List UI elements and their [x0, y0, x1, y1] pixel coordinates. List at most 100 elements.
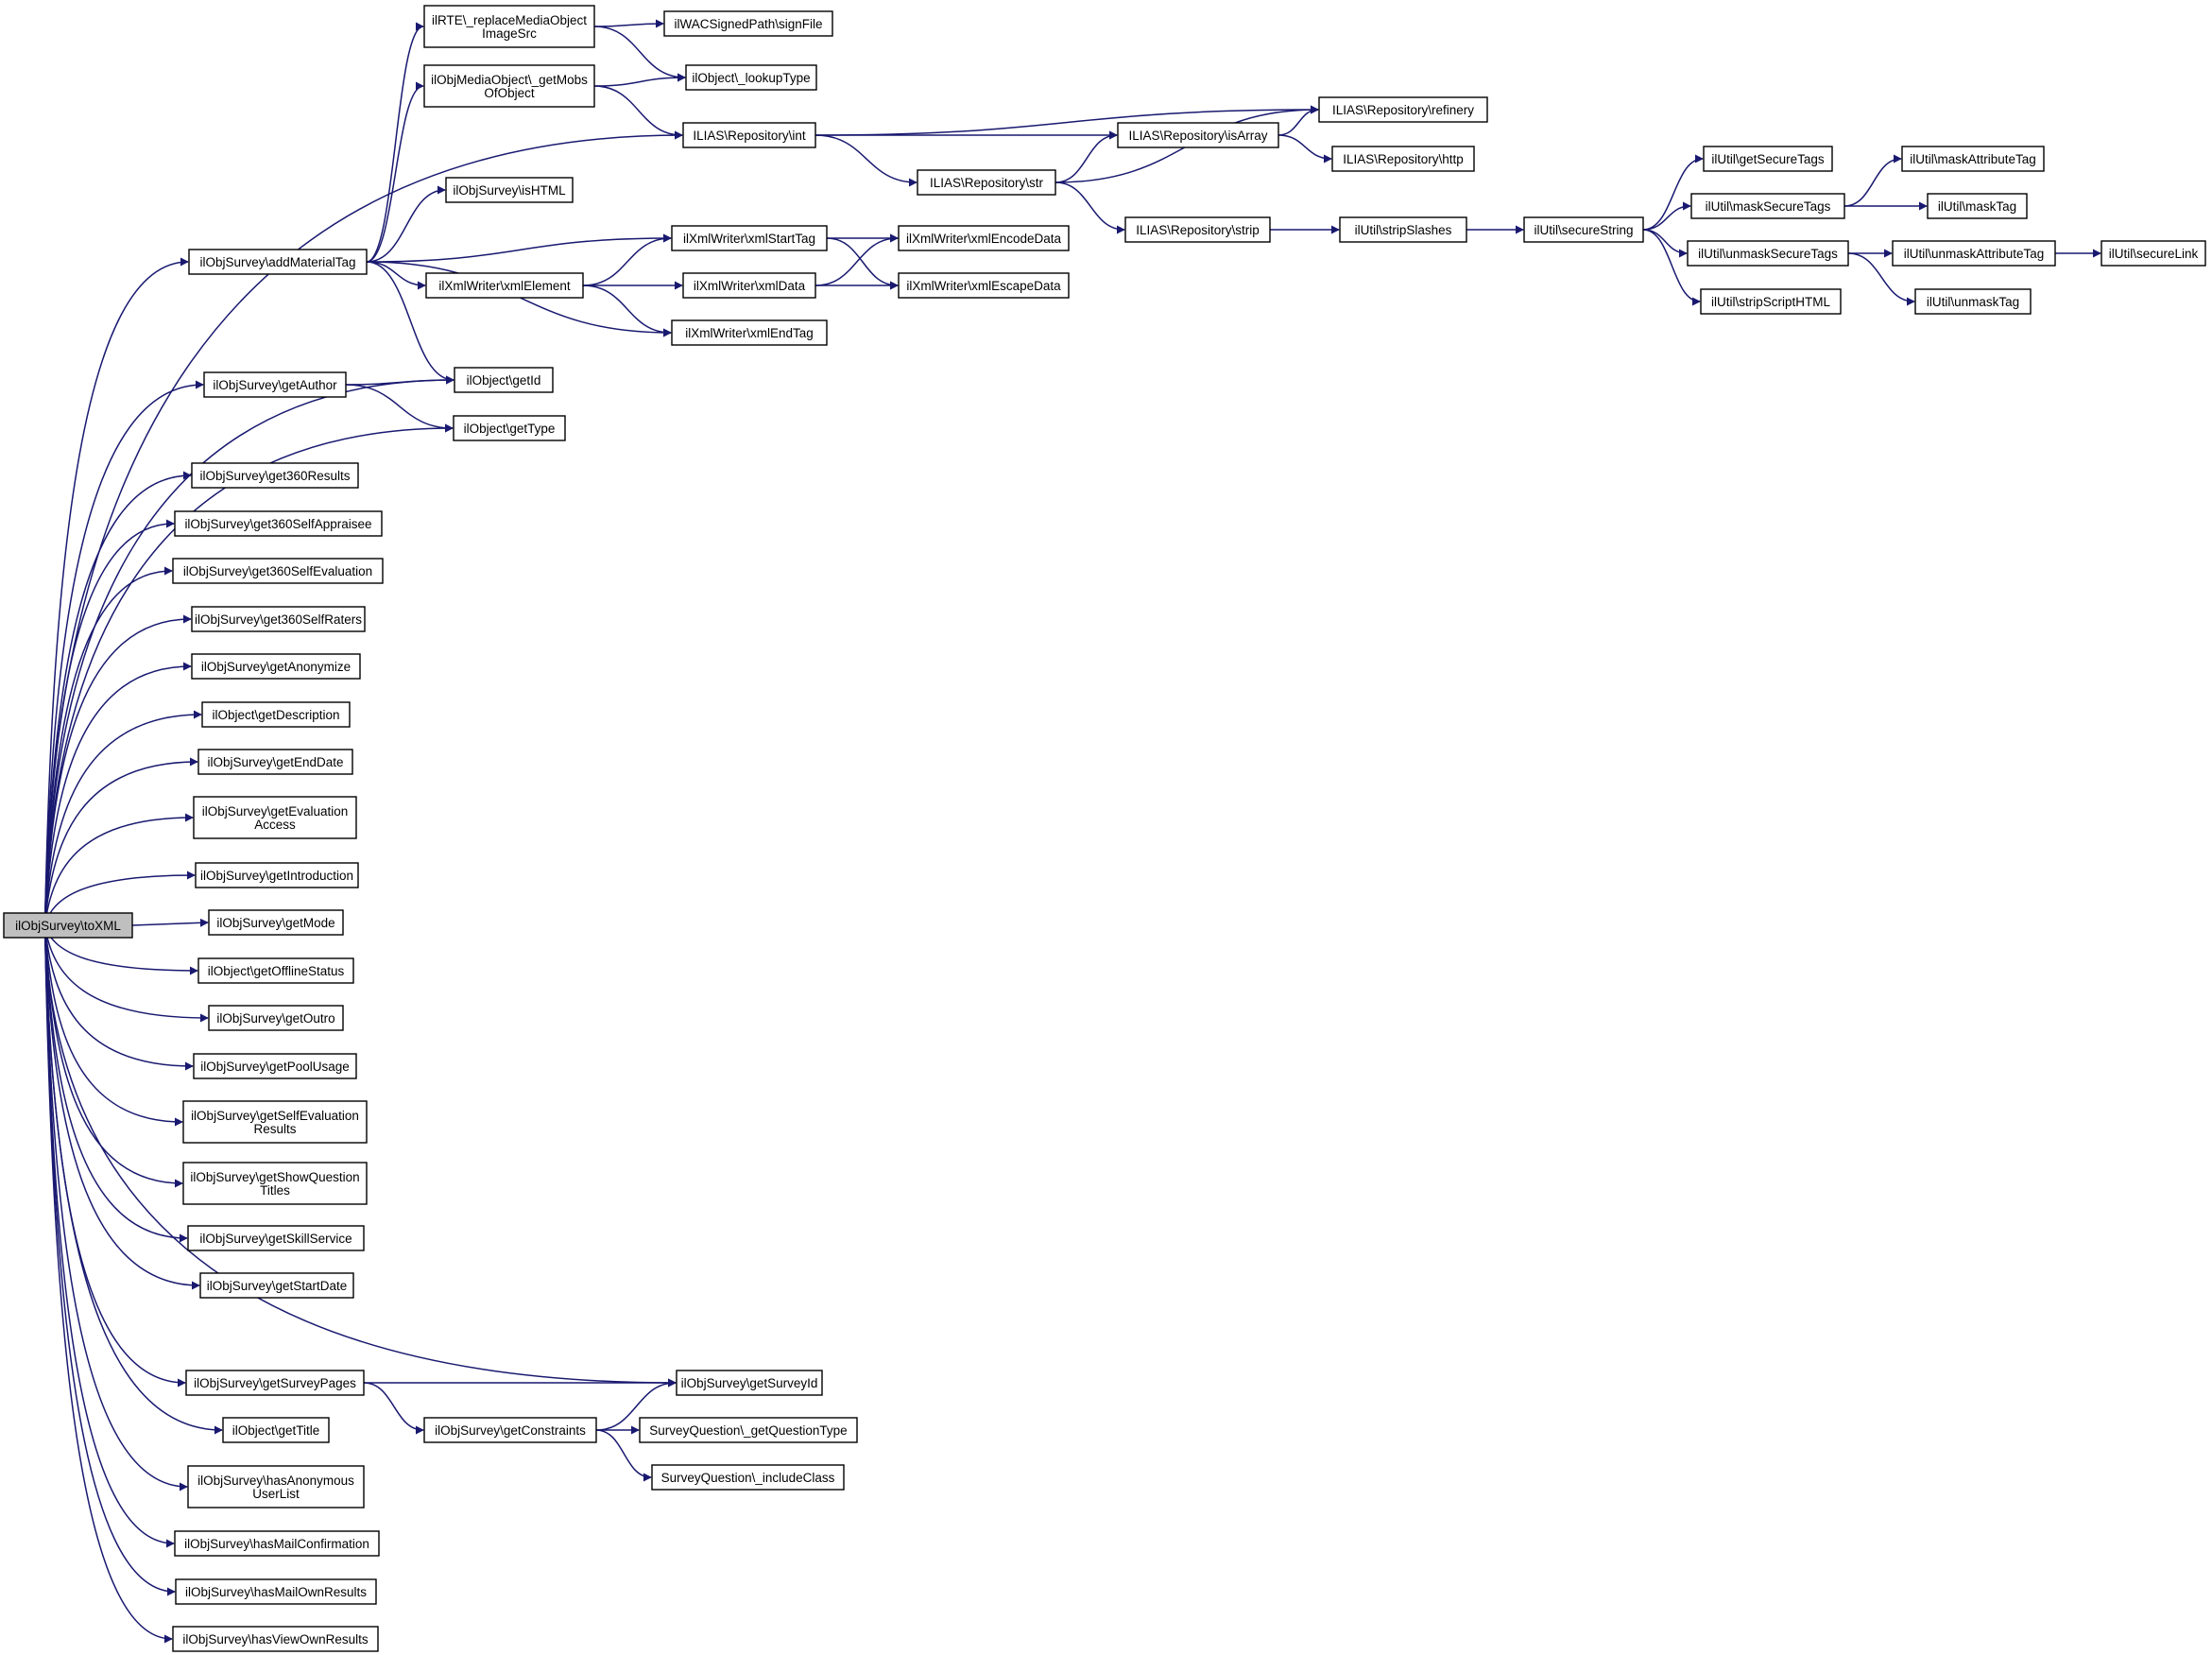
node-xml-start-tag[interactable]: ilXmlWriter\xmlStartTag [671, 225, 828, 251]
node-include-class[interactable]: SurveyQuestion\_includeClass [651, 1464, 845, 1491]
node-refinery[interactable]: ILIAS\Repository\refinery [1318, 96, 1488, 123]
node-get360-self-appraisee[interactable]: ilObjSurvey\get360SelfAppraisee [174, 510, 383, 537]
node-get-outro[interactable]: ilObjSurvey\getOutro [208, 1005, 344, 1031]
node-repo-str[interactable]: ILIAS\Repository\str [917, 169, 1056, 196]
node-get-mode[interactable]: ilObjSurvey\getMode [208, 909, 344, 936]
node-label: ilObjSurvey\get360SelfEvaluation [183, 564, 372, 578]
node-box [1901, 146, 2045, 172]
node-label: ilUtil\secureString [1534, 223, 1633, 237]
edge-is-array-to-http [1277, 134, 1332, 164]
node-is-html[interactable]: ilObjSurvey\isHTML [445, 177, 574, 203]
node-xml-end-tag[interactable]: ilXmlWriter\xmlEndTag [671, 319, 828, 346]
node-to-xml[interactable]: ilObjSurvey\toXML [3, 912, 133, 939]
node-mask-tag[interactable]: ilUtil\maskTag [1927, 193, 2028, 219]
edge-to-xml-to-add-material-tag [43, 257, 189, 926]
node-secure-string[interactable]: ilUtil\secureString [1523, 216, 1644, 243]
node-get-offline-status[interactable]: ilObject\getOfflineStatus [197, 957, 354, 984]
node-label: Access [254, 818, 296, 832]
node-lookup-type[interactable]: ilObject\_lookupType [685, 64, 817, 91]
node-label: Titles [260, 1183, 290, 1198]
edge-add-material-tag-to-get-mobs [366, 81, 424, 263]
node-box [423, 1417, 597, 1443]
node-xml-element[interactable]: ilXmlWriter\xmlElement [425, 272, 584, 299]
node-get-constraints[interactable]: ilObjSurvey\getConstraints [423, 1417, 597, 1443]
node-box [2101, 240, 2206, 267]
node-unmask-attribute-tag[interactable]: ilUtil\unmaskAttributeTag [1892, 240, 2056, 267]
node-get-pool-usage[interactable]: ilObjSurvey\getPoolUsage [193, 1053, 357, 1079]
node-strip-slashes[interactable]: ilUtil\stripSlashes [1339, 216, 1467, 243]
node-has-mail-confirmation[interactable]: ilObjSurvey\hasMailConfirmation [174, 1530, 380, 1557]
node-get-survey-id[interactable]: ilObjSurvey\getSurveyId [676, 1370, 823, 1396]
node-get-description[interactable]: ilObject\getDescription [201, 701, 351, 728]
node-label: ILIAS\Repository\str [930, 176, 1044, 190]
node-secure-link[interactable]: ilUtil\secureLink [2101, 240, 2206, 267]
edge-to-xml-to-get-type [43, 423, 454, 926]
node-mask-attribute-tag[interactable]: ilUtil\maskAttributeTag [1901, 146, 2045, 172]
node-layer: ilObjSurvey\toXML ilRTE\_replaceMediaObje… [3, 5, 2206, 1652]
node-unmask-secure-tags[interactable]: ilUtil\unmaskSecureTags [1687, 240, 1849, 267]
node-label: ilObjSurvey\getSurveyId [681, 1376, 818, 1390]
node-box [425, 272, 584, 299]
node-strip-script-html[interactable]: ilUtil\stripScriptHTML [1700, 288, 1842, 315]
node-label: ILIAS\Repository\isArray [1128, 129, 1267, 143]
edge-secure-string-to-strip-script-html [1642, 229, 1701, 306]
node-get-type[interactable]: ilObject\getType [453, 415, 566, 441]
node-box [222, 1417, 330, 1443]
node-box [3, 912, 133, 939]
node-get-secure-tags[interactable]: ilUtil\getSecureTags [1703, 146, 1833, 172]
node-unmask-tag[interactable]: ilUtil\unmaskTag [1914, 288, 2032, 315]
node-box [898, 272, 1070, 299]
node-label: ILIAS\Repository\strip [1136, 223, 1260, 237]
node-get-survey-pages[interactable]: ilObjSurvey\getSurveyPages [185, 1370, 365, 1396]
node-mask-secure-tags[interactable]: ilUtil\maskSecureTags [1690, 193, 1845, 219]
node-repo-strip[interactable]: ILIAS\Repository\strip [1124, 216, 1271, 243]
node-label: ilObjSurvey\get360SelfRaters [195, 612, 362, 627]
node-label: ilObjSurvey\getStartDate [207, 1279, 348, 1293]
node-label: ilObjSurvey\getSkillService [199, 1232, 352, 1246]
edge-add-material-tag-to-replace-media [366, 22, 424, 263]
node-get-start-date[interactable]: ilObjSurvey\getStartDate [199, 1272, 354, 1299]
node-label: ilUtil\unmaskAttributeTag [1904, 247, 2045, 261]
node-label: ilUtil\maskSecureTags [1706, 199, 1831, 214]
node-get-question-type[interactable]: SurveyQuestion\_getQuestionType [639, 1417, 858, 1443]
edge-get-author-to-get-type [345, 384, 454, 433]
node-label: ilObjSurvey\getAnonymize [201, 660, 351, 674]
node-box [423, 64, 595, 108]
node-get-anonymize[interactable]: ilObjSurvey\getAnonymize [191, 653, 361, 680]
node-label: ilObjMediaObject\_getMobs [431, 73, 588, 87]
node-get-end-date[interactable]: ilObjSurvey\getEndDate [197, 749, 353, 775]
node-get-id[interactable]: ilObject\getId [454, 367, 554, 393]
node-is-array[interactable]: ILIAS\Repository\isArray [1117, 122, 1279, 148]
node-label: ilUtil\unmaskTag [1927, 295, 2019, 309]
node-repo-int[interactable]: ILIAS\Repository\int [682, 122, 816, 148]
node-box [174, 510, 383, 537]
node-xml-encode-data[interactable]: ilXmlWriter\xmlEncodeData [898, 225, 1070, 251]
node-get-author[interactable]: ilObjSurvey\getAuthor [203, 371, 347, 398]
node-get360-self-evaluation[interactable]: ilObjSurvey\get360SelfEvaluation [172, 558, 384, 584]
node-get360-self-raters[interactable]: ilObjSurvey\get360SelfRaters [191, 606, 366, 632]
node-add-material-tag[interactable]: ilObjSurvey\addMaterialTag [188, 249, 368, 275]
edge-replace-media-to-sign-file [593, 19, 664, 28]
node-label: ILIAS\Repository\int [693, 129, 806, 143]
node-xml-escape-data[interactable]: ilXmlWriter\xmlEscapeData [898, 272, 1070, 299]
node-get-title[interactable]: ilObject\getTitle [222, 1417, 330, 1443]
node-has-mail-own-results[interactable]: ilObjSurvey\hasMailOwnResults [175, 1578, 377, 1605]
node-get360-results[interactable]: ilObjSurvey\get360Results [191, 462, 359, 489]
node-label: ilObjSurvey\getOutro [216, 1011, 334, 1026]
node-box [175, 1578, 377, 1605]
node-label: ilXmlWriter\xmlEndTag [685, 326, 814, 340]
node-sign-file[interactable]: ilWACSignedPath\signFile [663, 10, 833, 37]
node-http[interactable]: ILIAS\Repository\http [1331, 146, 1475, 172]
node-get-skill-service[interactable]: ilObjSurvey\getSkillService [187, 1225, 365, 1251]
node-get-introduction[interactable]: ilObjSurvey\getIntroduction [195, 862, 359, 888]
node-box [1117, 122, 1279, 148]
node-has-view-own-results[interactable]: ilObjSurvey\hasViewOwnResults [172, 1626, 379, 1652]
node-box [193, 796, 357, 839]
node-xml-data[interactable]: ilXmlWriter\xmlData [682, 272, 816, 299]
